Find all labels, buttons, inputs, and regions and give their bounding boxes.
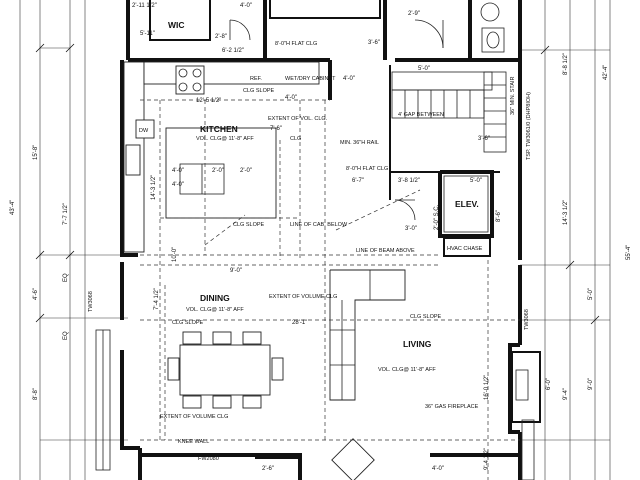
annotations: 8'-0"H FLAT CLG REF. CLG SLOPE WET/DRY C… [88, 41, 532, 462]
dim-living-2-6: 2'-6" [262, 466, 274, 472]
dim-left-mid-1: 15'-8" [33, 145, 39, 160]
note-min-36-rail: MIN. 36"H RAIL [340, 140, 379, 146]
dim-right-mid-5: 5'-0" [588, 288, 594, 300]
dim-kitchen-7-6: 7'-6" [270, 126, 282, 132]
dim-dining-7-4: 7'-4 1/2" [154, 288, 160, 310]
dim-top-5-11: 5'-11" [140, 31, 155, 37]
dim-living-6-0: 6'-0" [546, 378, 552, 390]
dim-kitchen-12-5: 12'-5 1/2" [196, 98, 221, 104]
note-wet-dry-cabinet: WET/DRY CABINET [285, 76, 336, 82]
dim-kitchen-2-0a: 2'-0" [212, 168, 224, 174]
note-line-of-beam-above: LINE OF BEAM ABOVE [356, 248, 415, 254]
note-window-tw-right: TW3068 [524, 309, 530, 330]
dim-kitchen-14-3: 14'-3 1/2" [151, 175, 157, 200]
room-label-wic: WIC [168, 20, 185, 30]
dim-kitchen-4-0: 4'-0" [285, 95, 297, 101]
note-hvac-chase: HVAC CHASE [447, 246, 483, 252]
dim-stair-4-0: 4'-0" [343, 76, 355, 82]
dim-kitchen-4-0b: 4'-0" [172, 168, 184, 174]
living-sofa [329, 269, 406, 480]
note-stair-dn: 36" MIN. STAIR [510, 76, 516, 115]
kitchen-cabinets [123, 61, 320, 253]
dim-dining-9-0: 9'-0" [230, 268, 242, 274]
room-labels: WIC KITCHEN ELEV. DINING LIVING [168, 20, 479, 349]
dim-top-3-6: 3'-6" [368, 40, 380, 46]
dim-left-eq2: EQ [63, 331, 69, 340]
dim-right-mid-1: 8'-8 1/2" [563, 53, 569, 75]
dim-dining-10-0: 10'-0" [172, 247, 178, 262]
dim-top-2-9: 2'-9" [408, 11, 420, 17]
note-stair-gap: 4' GAP BETWEEN [398, 112, 444, 118]
dining-table [167, 331, 284, 409]
dim-right-mid-3: 9'-4" [563, 388, 569, 400]
dim-living-4-0: 4'-0" [432, 466, 444, 472]
note-refr: REF. [250, 76, 262, 82]
note-dining-clg: VOL. CLG@ 11'-8" AFF [186, 307, 244, 313]
dim-stair-6-7: 6'-7" [352, 178, 364, 184]
note-clg-slope-kitchen: CLG SLOPE [243, 88, 275, 94]
note-extent-vol-clg-bottom: EXTENT OF VOLUME CLG [160, 414, 228, 420]
note-clg-slope-dining: CLG SLOPE [172, 320, 204, 326]
dim-right-outer: 55'-4" [626, 245, 632, 260]
note-window-fw: FW2080 [198, 456, 219, 462]
note-extent-vol-clg-dining: EXTENT OF VOLUME CLG [269, 294, 337, 300]
dim-right-mid-4: 9'-0" [588, 378, 594, 390]
note-clg-slope-living: CLG SLOPE [410, 314, 442, 320]
dimension-lines [19, 0, 611, 480]
dim-elev-8-6: 8'-6" [496, 210, 502, 222]
note-living-clg: VOL. CLG@ 11'-8" AFF [378, 367, 436, 373]
dim-living-9-4: 9'-4 1/2" [484, 448, 490, 470]
dim-kitchen-2-0b: 2'-0" [240, 168, 252, 174]
dim-stair-5-0: 5'-0" [418, 66, 430, 72]
dim-dining-28-1: 28'-1" [292, 320, 307, 326]
note-dw: DW [139, 128, 149, 134]
dim-left-mid-2: 7'-7 1/2" [63, 203, 69, 225]
dim-left-outer-top: 43'-4" [10, 200, 16, 215]
stair [391, 71, 507, 153]
dim-left-mid-4: 4'-6" [33, 288, 39, 300]
dim-elev-2-0: 2'-0" S.C. [434, 204, 440, 230]
dim-elev-5-0: 5'-0" [470, 178, 482, 184]
dim-top-2-11: 2'-11 1/2" [132, 3, 157, 9]
note-knee-wall: KNEE WALL [178, 439, 209, 445]
dim-left-mid-3: 8'-8" [33, 388, 39, 400]
room-label-dining: DINING [200, 293, 230, 303]
dashed-lines [140, 99, 520, 480]
dim-kitchen-4-0c: 4'-0" [172, 182, 184, 188]
note-clg-kitchen-side: CLG [290, 136, 301, 142]
dim-right-mid-2: 14'-3 1/2" [563, 200, 569, 225]
dimension-labels: 43'-4" 15'-8" 7'-7 1/2" 8'-8" EQ EQ 4'-6… [10, 3, 632, 472]
dim-top-2-8: 2'-8" [215, 34, 227, 40]
dim-living-16-0: 16'-0 1/2" [484, 375, 490, 400]
dim-top-6-2: 6'-2 1/2" [222, 48, 244, 54]
room-label-living: LIVING [403, 339, 432, 349]
note-clg-slope-mid: CLG SLOPE [233, 222, 265, 228]
dim-stair-3-6: 3'-6" [478, 136, 490, 142]
dim-right-top: 42'-4" [603, 65, 609, 80]
room-label-kitchen: KITCHEN [200, 124, 238, 134]
dim-top-4-0: 4'-0" [240, 3, 252, 9]
note-gas-fireplace: 36" GAS FIREPLACE [425, 404, 479, 410]
dim-left-eq1: EQ [63, 273, 69, 282]
door-swings [229, 2, 505, 221]
note-window-tw-left: TW3068 [88, 291, 94, 312]
dim-stair-3-8: 3'-8 1/2" [398, 178, 420, 184]
note-line-of-cab-below: LINE OF CAB. BELOW [290, 222, 348, 228]
note-flat-clg-stairs: 8'-0"H FLAT CLG [346, 166, 388, 172]
room-label-elev: ELEV. [455, 199, 479, 209]
note-flat-clg-top: 8'-0"H FLAT CLG [275, 41, 317, 47]
dim-elev-3-0: 3'-0" [405, 226, 417, 232]
note-door-right-top: TSP. TW3061/0 (DHP8IOH) [526, 92, 532, 160]
note-kitchen-clg: VOL. CLG@ 11'-8" AFF [196, 136, 254, 142]
note-extent-vol-clg-kitchen: EXTENT OF VOL. CLG. [268, 116, 328, 122]
